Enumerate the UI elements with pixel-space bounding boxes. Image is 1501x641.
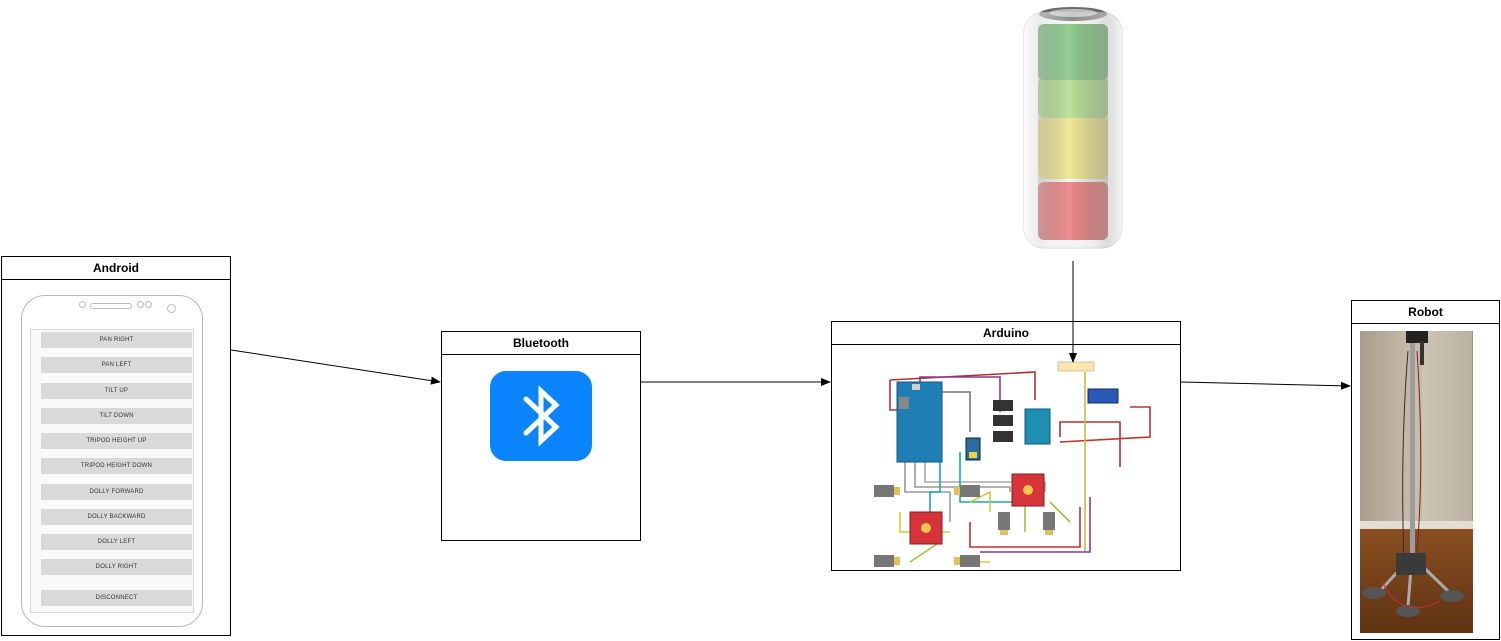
battery-icon xyxy=(1018,4,1128,254)
bluetooth-icon xyxy=(490,371,592,461)
dolly-forward-button[interactable]: DOLLY FORWARD xyxy=(41,484,192,500)
arduino-node: Arduino xyxy=(831,321,1181,571)
robot-photo xyxy=(1360,331,1473,633)
pan-left-button[interactable]: PAN LEFT xyxy=(41,357,192,373)
arrow-android-to-bluetooth xyxy=(230,349,441,385)
bluetooth-title: Bluetooth xyxy=(442,332,640,355)
arduino-wiring-schematic xyxy=(860,352,1160,567)
tripod-height-down-button[interactable]: TRIPOD HEIGHT DOWN xyxy=(41,458,192,474)
android-title: Android xyxy=(2,257,230,280)
dolly-backward-button[interactable]: DOLLY BACKWARD xyxy=(41,509,192,525)
tilt-down-button[interactable]: TILT DOWN xyxy=(41,408,192,424)
phone-sensor-dot xyxy=(137,301,144,308)
phone-frame: PAN RIGHT PAN LEFT TILT UP TILT DOWN TRI… xyxy=(21,295,203,627)
phone-front-camera xyxy=(167,304,176,313)
tilt-up-button[interactable]: TILT UP xyxy=(41,383,192,399)
robot-title: Robot xyxy=(1352,301,1499,324)
phone-speaker xyxy=(90,303,132,309)
pan-right-button[interactable]: PAN RIGHT xyxy=(41,332,192,348)
phone-screen: PAN RIGHT PAN LEFT TILT UP TILT DOWN TRI… xyxy=(30,329,194,613)
arduino-title: Arduino xyxy=(832,322,1180,345)
bluetooth-node: Bluetooth xyxy=(441,331,641,541)
disconnect-button[interactable]: DISCONNECT xyxy=(41,590,192,606)
phone-sensor-dot xyxy=(145,301,152,308)
dolly-right-button[interactable]: DOLLY RIGHT xyxy=(41,559,192,575)
robot-node: Robot xyxy=(1351,300,1500,640)
arrow-arduino-to-robot xyxy=(1180,381,1351,390)
tripod-height-up-button[interactable]: TRIPOD HEIGHT UP xyxy=(41,433,192,449)
phone-camera-dot xyxy=(79,301,86,308)
android-node: Android PAN RIGHT PAN LEFT TILT UP TILT … xyxy=(1,256,231,636)
dolly-left-button[interactable]: DOLLY LEFT xyxy=(41,534,192,550)
